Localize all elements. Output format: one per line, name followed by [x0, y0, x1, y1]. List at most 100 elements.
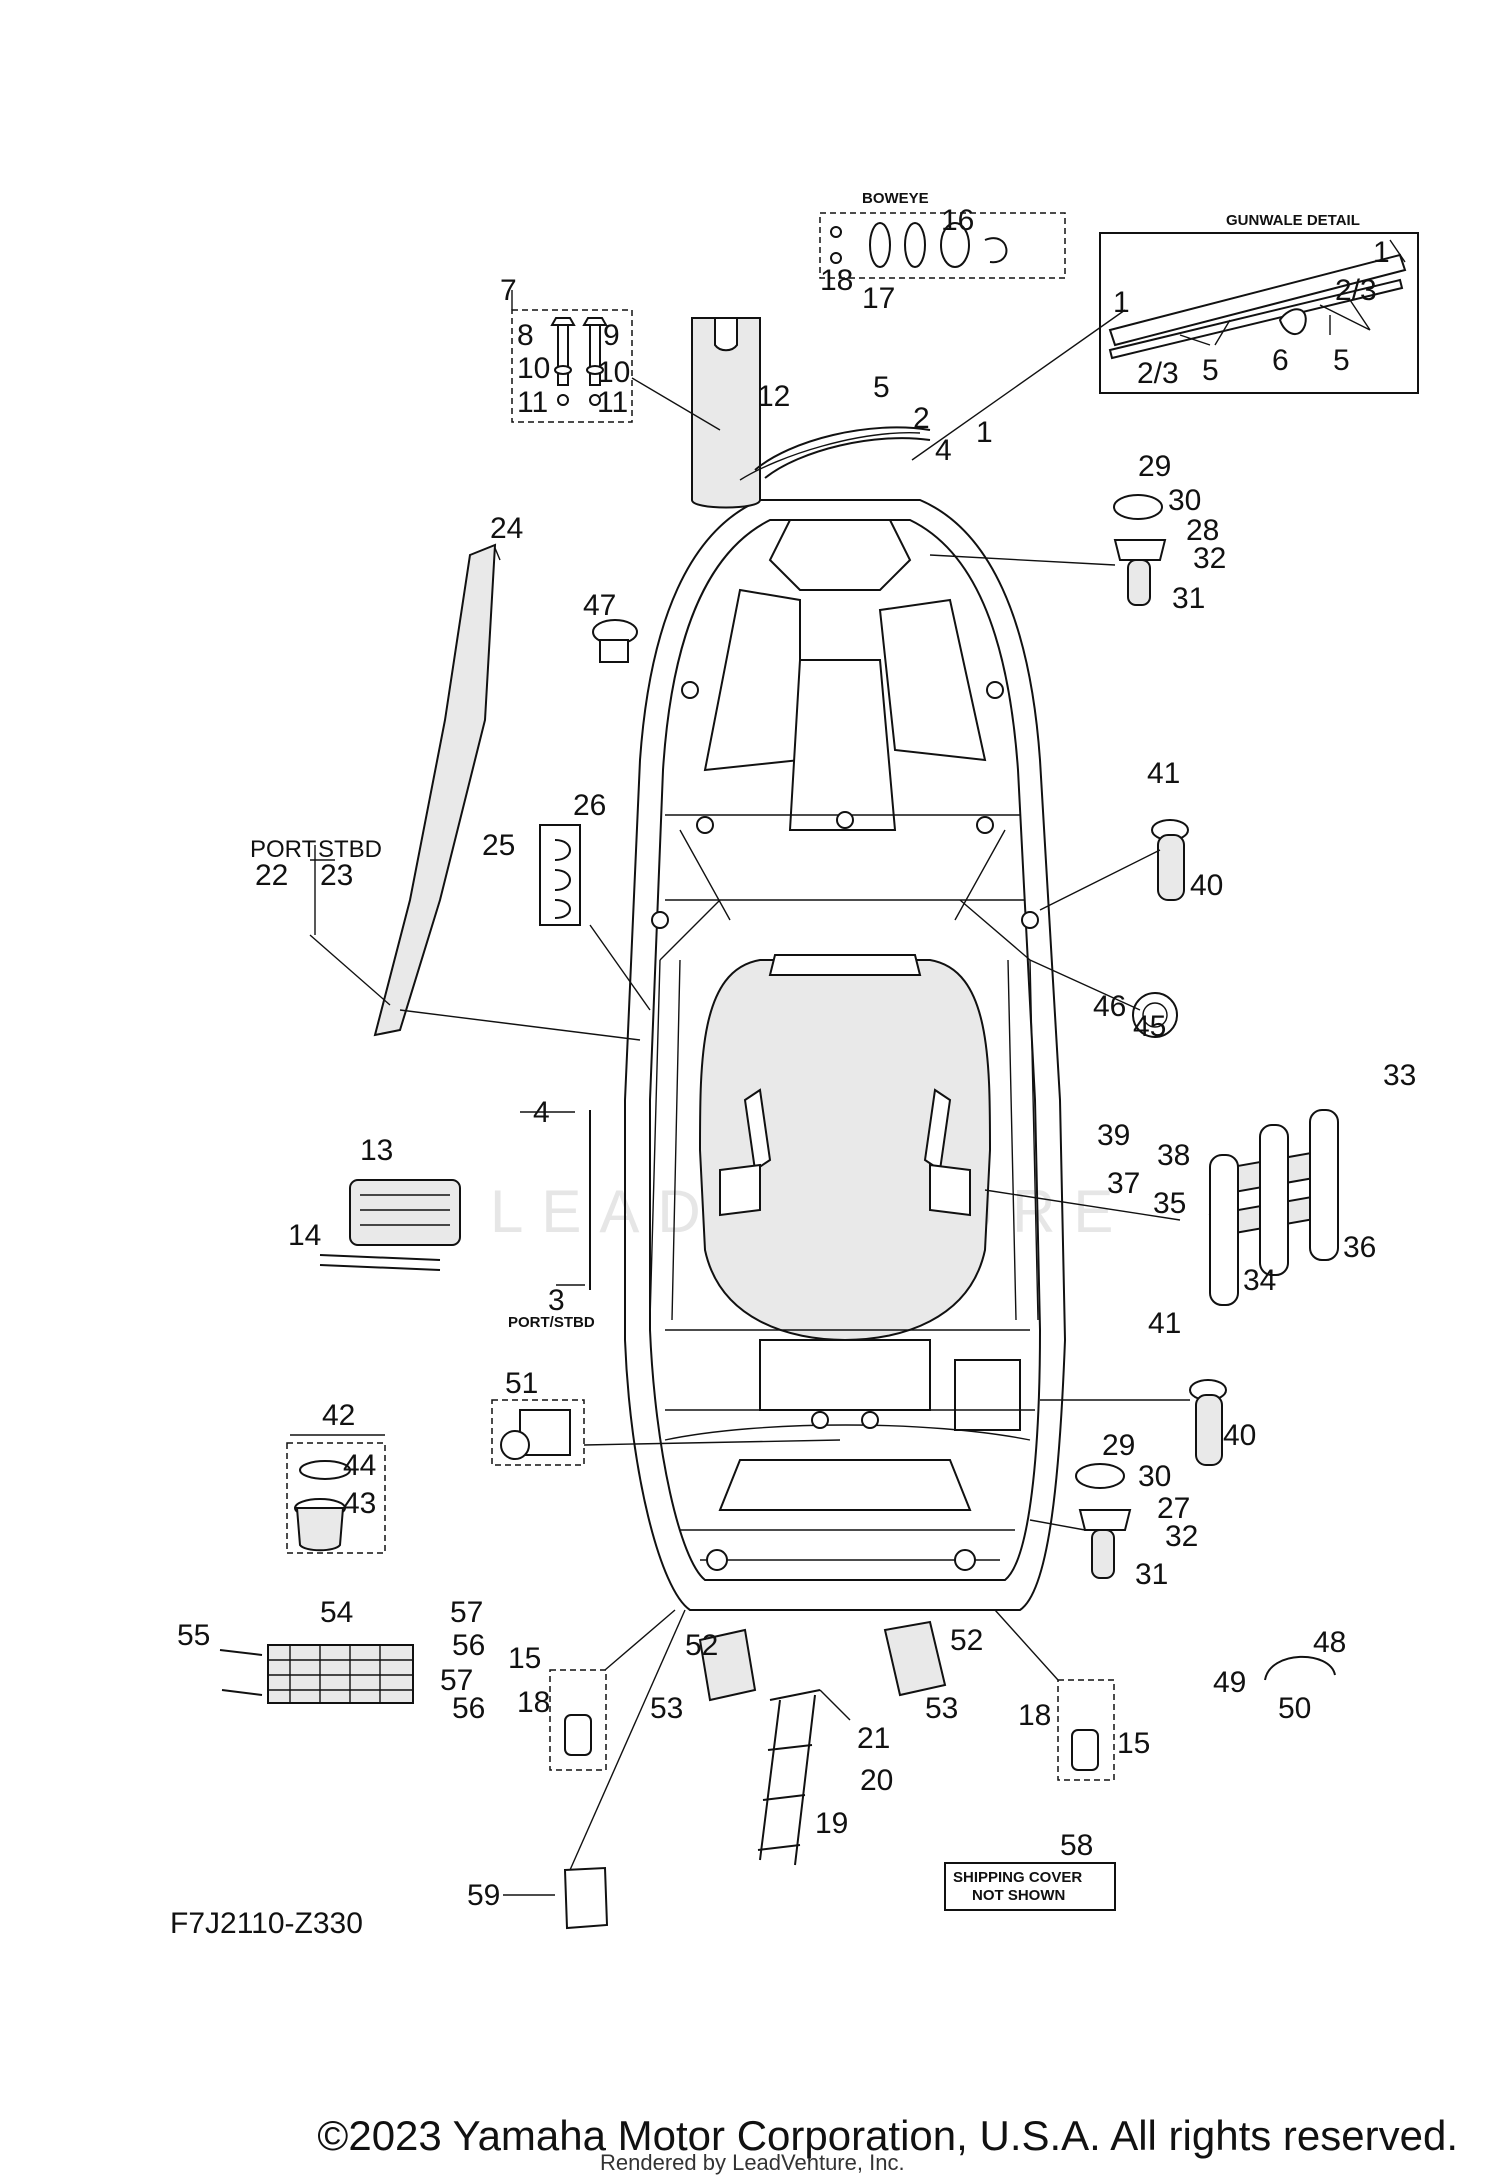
- callout-11: 11: [597, 386, 628, 419]
- callout-6: 6: [1272, 344, 1289, 377]
- callout-39: 39: [1097, 1119, 1130, 1152]
- cleat-set-upper: [1113, 494, 1167, 606]
- callout-52: 52: [685, 1629, 718, 1662]
- callout-23: 23: [320, 859, 353, 892]
- callout-56: 56: [452, 1629, 485, 1662]
- rods-14: [319, 1254, 441, 1271]
- callout-49: 49: [1213, 1666, 1246, 1699]
- callout-47: 47: [583, 589, 616, 622]
- callout-29: 29: [1102, 1429, 1135, 1462]
- callout-36: 36: [1343, 1231, 1376, 1264]
- title-gunwale: GUNWALE DETAIL: [1226, 212, 1360, 229]
- callout-18: 18: [1018, 1699, 1051, 1732]
- callout-45: 45: [1133, 1010, 1166, 1043]
- bracket-25: [539, 824, 581, 926]
- callout-55: 55: [177, 1619, 210, 1652]
- callout-40: 40: [1190, 869, 1223, 902]
- cap-45: [1132, 992, 1178, 1038]
- callout-44: 44: [343, 1449, 376, 1482]
- rendered-by: Rendered by LeadVenture, Inc.: [600, 2150, 905, 2175]
- callout-30: 30: [1168, 484, 1201, 517]
- callout-35: 35: [1153, 1187, 1186, 1220]
- rod-holder-upper: [1151, 819, 1189, 901]
- deck-hull: [624, 499, 1067, 1611]
- gunwale-detail: [1099, 232, 1419, 394]
- fitting-47: [592, 619, 638, 663]
- shipping-cover-box: [944, 1862, 1116, 1911]
- callout-10: 10: [597, 356, 630, 389]
- callout-17: 17: [862, 282, 895, 315]
- callout-30: 30: [1138, 1460, 1171, 1493]
- callout-3: 3: [548, 1284, 565, 1317]
- step-52-right: [883, 1620, 947, 1697]
- callout-38: 38: [1157, 1139, 1190, 1172]
- callout-2-3: 2/3: [1137, 357, 1179, 390]
- copyright-notice: ©2023 Yamaha Motor Corporation, U.S.A. A…: [317, 2112, 1458, 2159]
- callout-4: 4: [533, 1096, 550, 1129]
- callout-32: 32: [1193, 542, 1226, 575]
- callout-32: 32: [1165, 1520, 1198, 1553]
- callout-14: 14: [288, 1219, 321, 1252]
- callout-54: 54: [320, 1596, 353, 1629]
- callout-5: 5: [1202, 354, 1219, 387]
- callout-1: 1: [976, 416, 993, 449]
- callout-28: 28: [1186, 514, 1219, 547]
- bracket-15-left: [549, 1669, 607, 1771]
- cooler-13: [349, 1179, 461, 1246]
- bolt-kit: [511, 309, 633, 423]
- rod-holder-lower: [1189, 1379, 1227, 1466]
- callout-37: 37: [1107, 1167, 1140, 1200]
- callout-7: 7: [500, 274, 517, 307]
- callout-1: 1: [1113, 286, 1130, 319]
- callout-21: 21: [857, 1722, 890, 1755]
- diagram-code: F7J2110-Z330: [170, 1907, 363, 1940]
- callout-59: 59: [467, 1879, 500, 1912]
- callout-27: 27: [1157, 1492, 1190, 1525]
- callout-4: 4: [935, 434, 952, 467]
- callout-22: 22: [255, 859, 288, 892]
- callout-57: 57: [440, 1664, 473, 1697]
- title-port: PORT: [250, 836, 317, 863]
- callout-57: 57: [450, 1596, 483, 1629]
- plate-59: [563, 1866, 609, 1930]
- bow-pad: [691, 317, 761, 509]
- callout-31: 31: [1135, 1558, 1168, 1591]
- callout-5: 5: [873, 371, 890, 404]
- callout-19: 19: [815, 1807, 848, 1840]
- side-strip: [373, 543, 501, 1037]
- callout-53: 53: [925, 1692, 958, 1725]
- ladder-19: [757, 1689, 851, 1866]
- bracket-51: [491, 1399, 585, 1466]
- callout-41: 41: [1148, 1307, 1181, 1340]
- shipping-cover-line2: NOT SHOWN: [972, 1887, 1065, 1904]
- callout-2-3: 2/3: [1335, 274, 1377, 307]
- storage-net-54: [219, 1644, 414, 1704]
- callout-2: 2: [913, 402, 930, 435]
- leader-lines: [290, 290, 1190, 1896]
- callout-33: 33: [1383, 1059, 1416, 1092]
- title-boweye: BOWEYE: [862, 190, 929, 207]
- callout-58: 58: [1060, 1829, 1093, 1862]
- title-port-stbd: PORT/STBD: [508, 1314, 595, 1331]
- step-52-left: [698, 1628, 757, 1702]
- handle-48: [1264, 1655, 1336, 1681]
- callout-9: 9: [603, 319, 620, 352]
- bracket-15-right: [1057, 1679, 1115, 1781]
- callout-10: 10: [517, 352, 550, 385]
- callout-40: 40: [1223, 1419, 1256, 1452]
- rod-rack: [1208, 1109, 1339, 1306]
- callout-13: 13: [360, 1134, 393, 1167]
- callout-52: 52: [950, 1624, 983, 1657]
- callout-42: 42: [322, 1399, 355, 1432]
- callout-16: 16: [941, 204, 974, 237]
- cleat-set-lower: [1075, 1463, 1132, 1579]
- callout-41: 41: [1147, 757, 1180, 790]
- boweye-detail: [819, 212, 1066, 279]
- callout-50: 50: [1278, 1692, 1311, 1725]
- callout-8: 8: [517, 319, 534, 352]
- callout-12: 12: [757, 380, 790, 413]
- title-stbd: STBD: [318, 836, 382, 863]
- callout-31: 31: [1172, 582, 1205, 615]
- callout-29: 29: [1138, 450, 1171, 483]
